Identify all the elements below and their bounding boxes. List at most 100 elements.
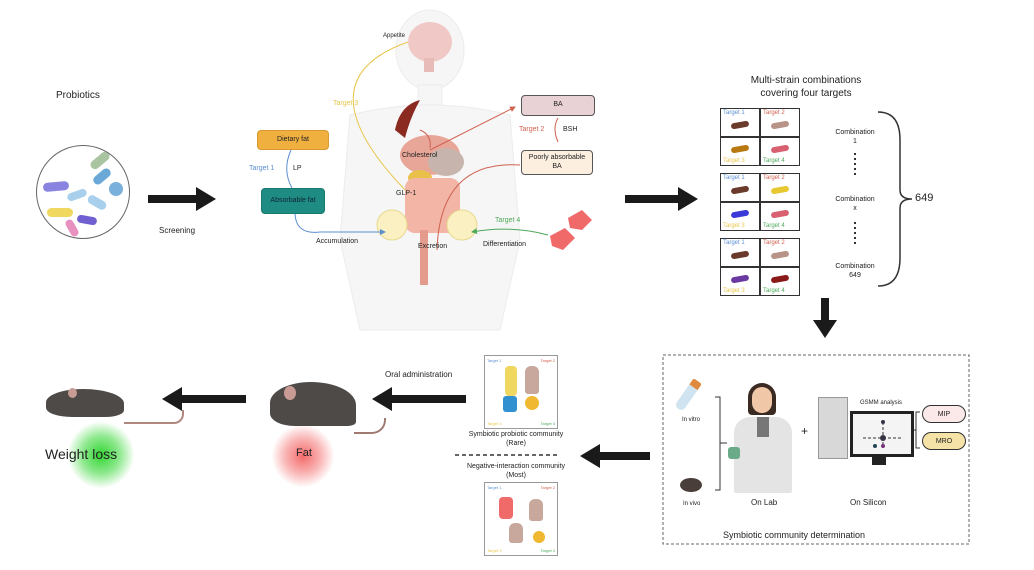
combination-cell: Target 3 [720, 267, 760, 296]
on-lab-label: On Lab [751, 498, 778, 507]
excretion-label: Excretion [418, 243, 448, 250]
fat-glow [272, 425, 334, 487]
combination-cell: Target 3 [720, 137, 760, 166]
cell-target-label: Target 1 [723, 110, 745, 116]
combination-cell: Target 1 [720, 108, 760, 137]
in-vivo-label: In vivo [683, 501, 701, 507]
cell-target-label: Target 4 [763, 223, 785, 229]
in-vitro-label: In vitro [682, 417, 701, 423]
cell-target-label: Target 2 [763, 240, 785, 246]
arrow-determination-to-communities [580, 444, 650, 468]
dietary-fat-box: Dietary fat [257, 130, 329, 150]
cell-target-label: Target 3 [723, 158, 745, 164]
brain-icon [408, 22, 452, 62]
cell-target-label: Target 2 [763, 110, 785, 116]
determination-frame [662, 354, 970, 545]
mro-pill: MRO [922, 432, 966, 450]
cholesterol-label: Cholesterol [402, 152, 438, 159]
bacterium-icon [770, 274, 790, 284]
bacterium-icon [730, 250, 750, 260]
combination-cell: Target 2 [760, 173, 800, 202]
bacterium-icon [770, 250, 790, 260]
cell-target-label: Target 3 [723, 288, 745, 294]
negative-target2-label: Target 2 [540, 485, 555, 490]
computer-tower-icon [818, 397, 848, 459]
combination-cell: Target 2 [760, 108, 800, 137]
determination-caption: Symbiotic community determination [723, 530, 866, 540]
ba-box: BA [521, 95, 595, 116]
on-silicon-label: On Silicon [850, 498, 887, 507]
gsmm-analysis-label: GSMM analysis [860, 400, 903, 406]
glp1-label: GLP-1 [396, 190, 417, 197]
symbiotic-target4-label: Target 4 [540, 421, 555, 426]
plus-sign: + [801, 424, 809, 438]
arrow-to-combinations [625, 187, 698, 211]
symbiotic-community-image: Target 1 Target 2 Target 3 Target 4 [484, 355, 558, 429]
cell-target-label: Target 4 [763, 288, 785, 294]
negative-community-label: Negative-interaction community(Most) [466, 463, 566, 479]
symbiotic-target1-label: Target 1 [487, 358, 502, 363]
probiotics-label: Probiotics [56, 90, 100, 101]
negative-target1-label: Target 1 [487, 485, 502, 490]
combinations-total: 649 [915, 192, 934, 204]
fat-mouse-icon [262, 380, 358, 426]
probiotics-dish-icon [36, 145, 130, 239]
symbiotic-target2-label: Target 2 [540, 358, 555, 363]
combination-cell: Target 4 [760, 137, 800, 166]
bacterium-icon [730, 144, 750, 154]
bacterium-icon [730, 120, 750, 130]
slim-mouse-icon [46, 383, 126, 419]
negative-community-image: Target 1 Target 2 Target 3 Target 4 [484, 482, 558, 556]
digestive-system-icon [400, 135, 464, 285]
target2-label: Target 2 [519, 126, 545, 133]
cell-target-label: Target 3 [723, 223, 745, 229]
arrow-down-to-determination [813, 298, 837, 338]
bacterium-icon [730, 185, 750, 195]
bacterium-icon [730, 209, 750, 219]
preadipocyte-icon [550, 210, 592, 250]
mouse-small-icon [680, 478, 702, 492]
bacterium-icon [770, 185, 790, 195]
appetite-label: Appetite [383, 33, 406, 39]
bacterium-icon [730, 274, 750, 284]
symbiotic-target3-label: Target 3 [487, 421, 502, 426]
monitor-network-icon [850, 411, 914, 457]
lp-label: LP [293, 165, 302, 172]
mip-pill: MIP [922, 405, 966, 423]
combination-cell: Target 4 [760, 202, 800, 231]
combination-cell: Target 1 [720, 173, 760, 202]
scientist-icon [728, 383, 798, 493]
negative-target4-label: Target 4 [540, 548, 555, 553]
bacterium-icon [770, 209, 790, 219]
combination-cell: Target 4 [760, 267, 800, 296]
accumulation-label: Accumulation [316, 238, 359, 245]
weight-loss-label: Weight loss [45, 446, 118, 462]
target4-label: Target 4 [495, 217, 521, 224]
negative-target3-label: Target 3 [487, 548, 502, 553]
cell-target-label: Target 1 [723, 175, 745, 181]
weight-loss-glow [68, 422, 134, 488]
oral-administration-label: Oral administration [385, 370, 453, 379]
gallbladder-icon [395, 100, 420, 138]
cell-target-label: Target 1 [723, 240, 745, 246]
combinations-title-line1: Multi-strain combinations [750, 75, 862, 86]
target3-label: Target 3 [333, 100, 359, 107]
bacterium-icon [770, 120, 790, 130]
arrow-oral-administration [372, 387, 466, 411]
cell-target-label: Target 2 [763, 175, 785, 181]
combinations-title-line2: covering four targets [760, 88, 852, 99]
fat-label: Fat [296, 447, 312, 459]
combination-cell: Target 2 [760, 238, 800, 267]
combination-cell: Target 3 [720, 202, 760, 231]
combination-cell: Target 1 [720, 238, 760, 267]
adipose-tissue-icon [376, 209, 478, 241]
target1-label: Target 1 [249, 165, 275, 172]
differentiation-label: Differentiation [483, 241, 527, 248]
symbiotic-community-label: Symbiotic probiotic community(Rare) [468, 431, 564, 447]
bsh-label: BSH [563, 126, 578, 133]
absorbable-fat-box: Absorbable fat [261, 188, 325, 214]
screening-label: Screening [159, 226, 196, 235]
